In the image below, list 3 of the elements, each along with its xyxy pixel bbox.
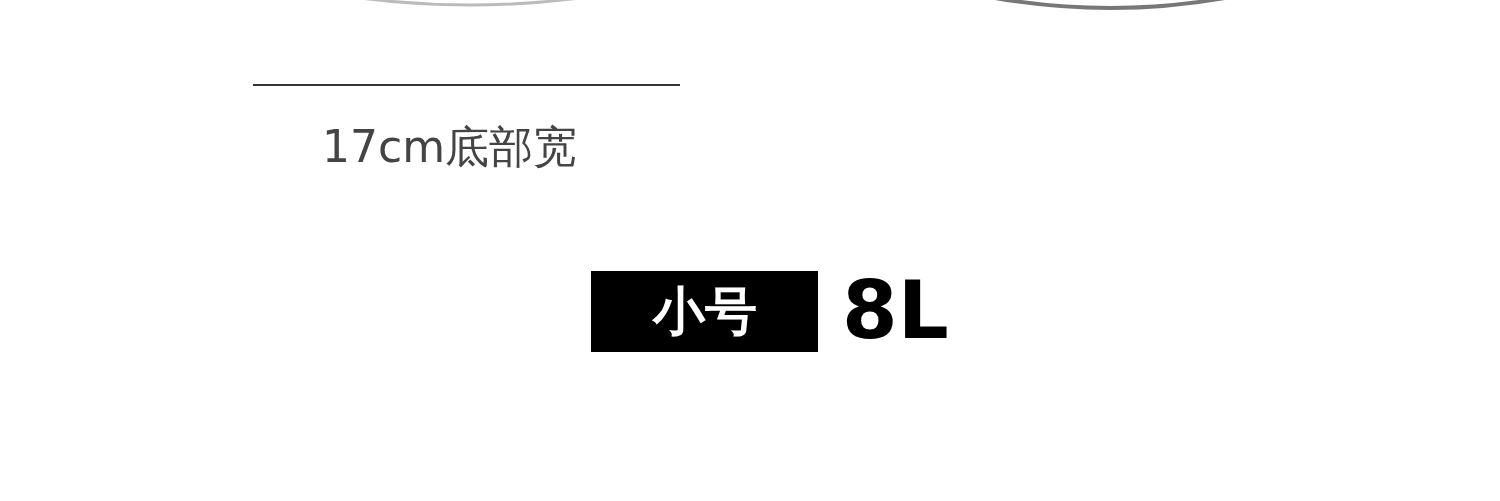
capacity-text: 8L — [842, 263, 949, 358]
dimension-label: 17cm底部宽 — [322, 120, 578, 174]
size-tag: 小号 — [591, 271, 818, 352]
